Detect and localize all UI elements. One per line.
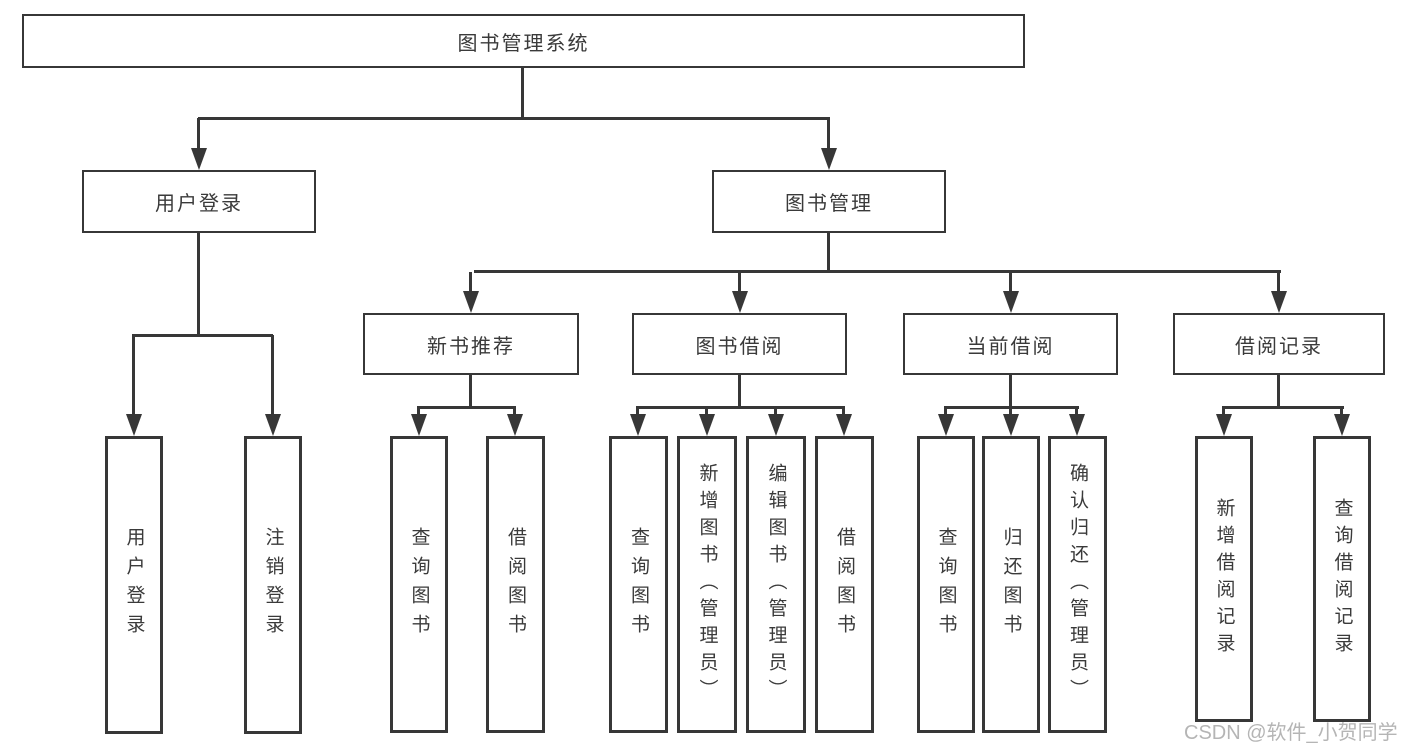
node-current-borrowing: 当前借阅 xyxy=(903,313,1118,375)
connector-line xyxy=(132,335,135,416)
connector-line xyxy=(738,375,741,408)
connector-line xyxy=(271,335,274,416)
node-new-book-recommend: 新书推荐 xyxy=(363,313,579,375)
node-label: 确认归还（管理员） xyxy=(1067,463,1088,706)
leaf-current-confirm-return-admin: 确认归还（管理员） xyxy=(1048,436,1107,733)
connector-line xyxy=(197,118,200,151)
connector-line xyxy=(944,406,1079,409)
node-label: 查询图书 xyxy=(628,526,649,643)
connector-line xyxy=(1277,375,1280,408)
node-label: 当前借阅 xyxy=(966,335,1055,358)
connector-line xyxy=(417,408,420,418)
leaf-recommend-query-books: 查询图书 xyxy=(390,436,448,733)
connector-line xyxy=(636,406,845,409)
arrow-down-icon xyxy=(630,414,646,436)
connector-line xyxy=(636,408,639,418)
leaf-borrowing-edit-books-admin: 编辑图书（管理员） xyxy=(746,436,806,733)
node-label: 借阅记录 xyxy=(1235,335,1323,358)
csdn-watermark: CSDN @软件_小贺同学 xyxy=(1184,722,1398,744)
leaf-records-add-record: 新增借阅记录 xyxy=(1195,436,1253,722)
arrow-down-icon xyxy=(768,414,784,436)
node-label: 注销登录 xyxy=(262,527,284,643)
node-label: 查询图书 xyxy=(408,526,430,643)
arrow-down-icon xyxy=(1003,414,1019,436)
arrow-down-icon xyxy=(191,148,207,170)
connector-line xyxy=(197,233,200,335)
leaf-records-query-record: 查询借阅记录 xyxy=(1313,436,1371,722)
arrow-down-icon xyxy=(1003,291,1019,313)
node-label: 用户登录 xyxy=(123,527,145,643)
connector-line xyxy=(1075,408,1078,418)
leaf-recommend-borrow-books: 借阅图书 xyxy=(486,436,545,733)
node-label: 查询图书 xyxy=(935,526,957,643)
connector-line xyxy=(469,375,472,408)
connector-line xyxy=(705,408,708,418)
connector-line xyxy=(469,272,472,294)
node-borrowing-records: 借阅记录 xyxy=(1173,313,1385,375)
connector-line xyxy=(842,408,845,418)
node-label: 借阅图书 xyxy=(834,526,855,643)
arrow-down-icon xyxy=(1271,291,1287,313)
connector-line xyxy=(827,118,830,151)
node-label: 归还图书 xyxy=(1000,526,1022,643)
arrow-down-icon xyxy=(1334,414,1350,436)
connector-line xyxy=(1222,408,1225,418)
connector-line xyxy=(1009,408,1012,418)
node-label: 用户登录 xyxy=(155,193,243,215)
connector-line xyxy=(1009,375,1012,408)
node-label: 借阅图书 xyxy=(505,526,526,643)
node-label: 新书推荐 xyxy=(427,335,515,358)
connector-line xyxy=(774,408,777,418)
arrow-down-icon xyxy=(265,414,281,436)
leaf-current-return-books: 归还图书 xyxy=(982,436,1040,733)
leaf-borrowing-query-books: 查询图书 xyxy=(609,436,668,733)
node-book-management: 图书管理 xyxy=(712,170,946,233)
connector-line xyxy=(132,334,273,337)
connector-line xyxy=(944,408,947,418)
connector-line xyxy=(198,117,830,120)
leaf-user-login: 用户登录 xyxy=(105,436,163,734)
connector-line xyxy=(1009,272,1012,294)
leaf-borrowing-borrow-books: 借阅图书 xyxy=(815,436,874,733)
arrow-down-icon xyxy=(836,414,852,436)
node-label: 新增借阅记录 xyxy=(1213,498,1235,660)
arrow-down-icon xyxy=(1216,414,1232,436)
node-label: 查询借阅记录 xyxy=(1331,498,1353,660)
connector-line xyxy=(827,233,830,272)
arrow-down-icon xyxy=(938,414,954,436)
connector-line xyxy=(417,406,516,409)
node-book-borrowing: 图书借阅 xyxy=(632,313,847,375)
leaf-current-query-books: 查询图书 xyxy=(917,436,975,733)
arrow-down-icon xyxy=(1069,414,1085,436)
connector-line xyxy=(1222,406,1344,409)
arrow-down-icon xyxy=(126,414,142,436)
arrow-down-icon xyxy=(411,414,427,436)
arrow-down-icon xyxy=(507,414,523,436)
leaf-borrowing-add-books-admin: 新增图书（管理员） xyxy=(677,436,737,733)
connector-line xyxy=(521,68,524,118)
arrow-down-icon xyxy=(732,291,748,313)
arrow-down-icon xyxy=(699,414,715,436)
node-label: 图书管理系统 xyxy=(457,32,590,55)
connector-line xyxy=(1277,272,1280,294)
arrow-down-icon xyxy=(463,291,479,313)
connector-line xyxy=(513,408,516,418)
connector-line xyxy=(1340,408,1343,418)
node-label: 新增图书（管理员） xyxy=(696,463,718,706)
connector-line xyxy=(474,270,1281,273)
arrow-down-icon xyxy=(821,148,837,170)
leaf-logout: 注销登录 xyxy=(244,436,302,734)
node-label: 编辑图书（管理员） xyxy=(765,463,787,706)
node-label: 图书借阅 xyxy=(695,335,784,358)
node-label: 图书管理 xyxy=(785,193,873,215)
node-user-login: 用户登录 xyxy=(82,170,316,233)
node-library-system: 图书管理系统 xyxy=(22,14,1025,68)
connector-line xyxy=(738,272,741,294)
